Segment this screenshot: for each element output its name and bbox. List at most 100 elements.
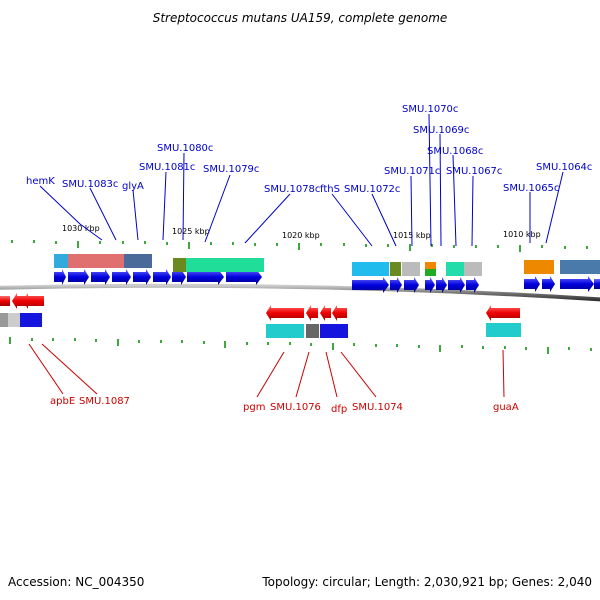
reverse-gene-arrow (306, 305, 318, 321)
forward-gene-arrow (187, 269, 224, 285)
feature-box (226, 258, 264, 272)
feature-box (390, 262, 401, 276)
gene-label-smu1078c: SMU.1078c (264, 184, 320, 195)
leader-line (340, 351, 377, 398)
feature-box (425, 269, 436, 276)
gene-label-apbe: apbE (50, 396, 75, 407)
reverse-gene-arrow (23, 293, 44, 309)
forward-gene-arrow (226, 269, 262, 285)
leader-line (41, 343, 98, 395)
gene-label-smu1071c: SMU.1071c (384, 166, 440, 177)
reverse-gene-arrow (320, 305, 331, 321)
forward-gene-arrow (466, 277, 479, 293)
leader-line (502, 349, 505, 398)
gene-label-smu1065c: SMU.1065c (503, 183, 559, 194)
leader-line (545, 171, 564, 244)
forward-gene-arrow (524, 276, 540, 292)
forward-gene-arrow (133, 269, 151, 285)
forward-gene-arrow (448, 277, 465, 293)
gene-label-smu1087: SMU.1087 (79, 396, 130, 407)
feature-box (8, 313, 20, 327)
forward-gene-arrow (352, 277, 389, 293)
forward-gene-arrow (390, 277, 402, 293)
leader-line (28, 343, 64, 395)
forward-gene-arrow (404, 277, 419, 293)
feature-box (560, 260, 600, 274)
forward-gene-arrow (172, 269, 186, 285)
feature-box (320, 324, 348, 338)
gene-label-smu1080c: SMU.1080c (157, 143, 213, 154)
feature-box (464, 262, 482, 276)
reverse-gene-arrow (0, 296, 10, 306)
scale-label: 1025 kbp (172, 227, 210, 236)
gene-label-guaa: guaA (493, 402, 519, 413)
feature-box (173, 258, 186, 272)
reverse-gene-arrow (266, 305, 304, 321)
leader-line (471, 175, 474, 247)
genome-backbone (0, 283, 600, 302)
gene-label-dfp: dfp (331, 404, 347, 415)
feature-box (524, 260, 554, 274)
gene-label-smu1069c: SMU.1069c (413, 125, 469, 136)
gene-label-hemk: hemK (26, 176, 55, 187)
forward-leader-lines (39, 113, 564, 247)
forward-gene-arrow (91, 269, 110, 285)
reverse-gene-arrow (332, 305, 347, 321)
forward-gene-arrow (68, 269, 89, 285)
leader-line (182, 152, 185, 241)
feature-box (352, 262, 389, 276)
scale-label: 1010 kbp (503, 230, 541, 239)
gene-label-smu1074: SMU.1074 (352, 402, 403, 413)
forward-gene-arrow (153, 269, 171, 285)
forward-feature-boxes (54, 254, 600, 276)
feature-box (266, 324, 304, 338)
feature-box (306, 324, 319, 338)
leader-line (132, 189, 139, 241)
feature-box (124, 254, 152, 268)
gene-label-fths: fthS (320, 184, 340, 195)
gene-label-pgm: pgm (243, 402, 265, 413)
forward-gene-arrow (542, 276, 555, 292)
leader-line (325, 351, 338, 398)
feature-box (186, 258, 226, 272)
forward-gene-arrow (560, 276, 594, 292)
forward-gene-arrow (54, 269, 66, 285)
reverse-feature-boxes (0, 313, 521, 338)
leader-line (256, 351, 285, 398)
forward-gene-arrow (594, 279, 600, 289)
feature-box (402, 262, 420, 276)
reverse-gene-labels: apbE SMU.1087 pgm SMU.1076 dfp SMU.1074 … (50, 396, 519, 415)
summary-text: Topology: circular; Length: 2,030,921 bp… (261, 575, 592, 589)
reverse-gene-arrow (486, 305, 520, 321)
scale-label: 1030 kbp (62, 224, 100, 233)
feature-box (68, 254, 124, 268)
gene-label-smu1076: SMU.1076 (270, 402, 321, 413)
scale-labels: 1030 kbp 1025 kbp 1020 kbp 1015 kbp 1010… (62, 224, 541, 240)
gene-label-smu1064c: SMU.1064c (536, 162, 592, 173)
gene-label-smu1068c: SMU.1068c (427, 146, 483, 157)
scale-label: 1020 kbp (282, 231, 320, 240)
leader-line (39, 185, 103, 241)
gene-label-smu1067c: SMU.1067c (446, 166, 502, 177)
feature-box (486, 323, 521, 337)
leader-line (331, 193, 373, 247)
forward-gene-arrows (54, 269, 600, 293)
feature-box (425, 262, 436, 269)
feature-box (54, 254, 68, 268)
leader-line (204, 174, 231, 243)
feature-box (0, 313, 8, 327)
gene-label-smu1070c: SMU.1070c (402, 104, 458, 115)
reverse-gene-arrow (12, 293, 27, 309)
gene-label-smu1081c: SMU.1081c (139, 162, 195, 173)
gene-label-smu1072c: SMU.1072c (344, 184, 400, 195)
leader-line (162, 171, 167, 241)
leader-line (295, 351, 310, 398)
leader-line (89, 187, 117, 241)
map-title: Streptococcus mutans UA159, complete gen… (153, 11, 448, 25)
reverse-leader-lines (28, 343, 505, 398)
leader-line (410, 175, 413, 247)
gene-label-glya: glyA (122, 181, 144, 192)
accession-text: Accession: NC_004350 (8, 575, 144, 589)
